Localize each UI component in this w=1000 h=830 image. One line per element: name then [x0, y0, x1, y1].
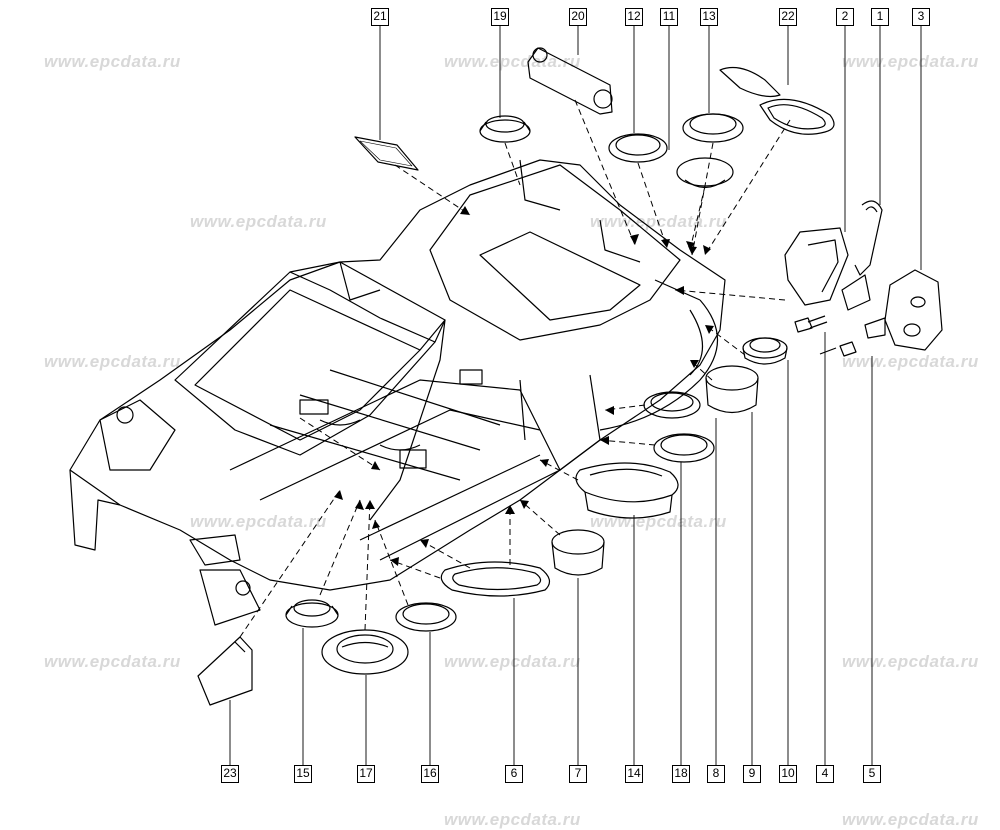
part-12-plug — [608, 133, 668, 163]
callout-label: 17 — [357, 765, 375, 783]
callout-label: 15 — [294, 765, 312, 783]
watermark: www.epcdata.ru — [444, 652, 581, 671]
part-10-grommet — [742, 337, 788, 365]
part-6-oval-ring — [440, 561, 551, 597]
part-4-bolt — [794, 315, 828, 333]
callout-label: 20 — [569, 8, 587, 26]
callout-label: 6 — [505, 765, 523, 783]
watermark: www.epcdata.ru — [842, 52, 979, 71]
callout-label: 9 — [743, 765, 761, 783]
callout-label: 10 — [779, 765, 797, 783]
arrowheads — [334, 206, 714, 566]
callout-label: 7 — [569, 765, 587, 783]
watermark: www.epcdata.ru — [842, 652, 979, 671]
part-2-shield — [784, 227, 849, 306]
part-19-grommet — [479, 115, 531, 143]
callout-label: 16 — [421, 765, 439, 783]
callout-label: 12 — [625, 8, 643, 26]
callout-label: 13 — [700, 8, 718, 26]
part-22-oval-grommet — [719, 67, 835, 135]
part-7-cap — [551, 529, 605, 576]
callout-label: 3 — [912, 8, 930, 26]
part-8-plug — [643, 391, 701, 419]
watermark: www.epcdata.ru — [590, 512, 727, 531]
part-20-strap — [527, 47, 613, 115]
part-1-bracket — [841, 200, 883, 311]
callout-label: 18 — [672, 765, 690, 783]
callout-label: 23 — [221, 765, 239, 783]
part-3-cover — [864, 269, 943, 351]
part-18-plug — [653, 433, 715, 463]
part-16-plug — [395, 602, 457, 632]
callout-label: 5 — [863, 765, 881, 783]
callout-label: 2 — [836, 8, 854, 26]
callout-label: 19 — [491, 8, 509, 26]
callout-label: 21 — [371, 8, 389, 26]
callout-label: 8 — [707, 765, 725, 783]
watermark: www.epcdata.ru — [190, 512, 327, 531]
part-23-pad — [197, 636, 253, 706]
watermark: www.epcdata.ru — [44, 52, 181, 71]
watermark: www.epcdata.ru — [842, 352, 979, 371]
part-14-oval-cap — [575, 462, 679, 519]
leader-lines — [229, 25, 922, 765]
part-13-plug — [682, 113, 744, 143]
callout-label: 11 — [660, 8, 678, 26]
callout-label: 14 — [625, 765, 643, 783]
watermark: www.epcdata.ru — [190, 212, 327, 231]
callout-label: 22 — [779, 8, 797, 26]
part-15-grommet — [285, 599, 339, 628]
watermark: www.epcdata.ru — [44, 352, 181, 371]
part-17-plug — [321, 629, 409, 675]
part-9-cap — [705, 365, 759, 414]
callout-label: 4 — [816, 765, 834, 783]
part-21-pad — [354, 136, 419, 171]
part-5-bolt — [819, 341, 857, 357]
vehicle-body-shell — [69, 159, 726, 626]
callout-label: 1 — [871, 8, 889, 26]
watermark: www.epcdata.ru — [44, 652, 181, 671]
